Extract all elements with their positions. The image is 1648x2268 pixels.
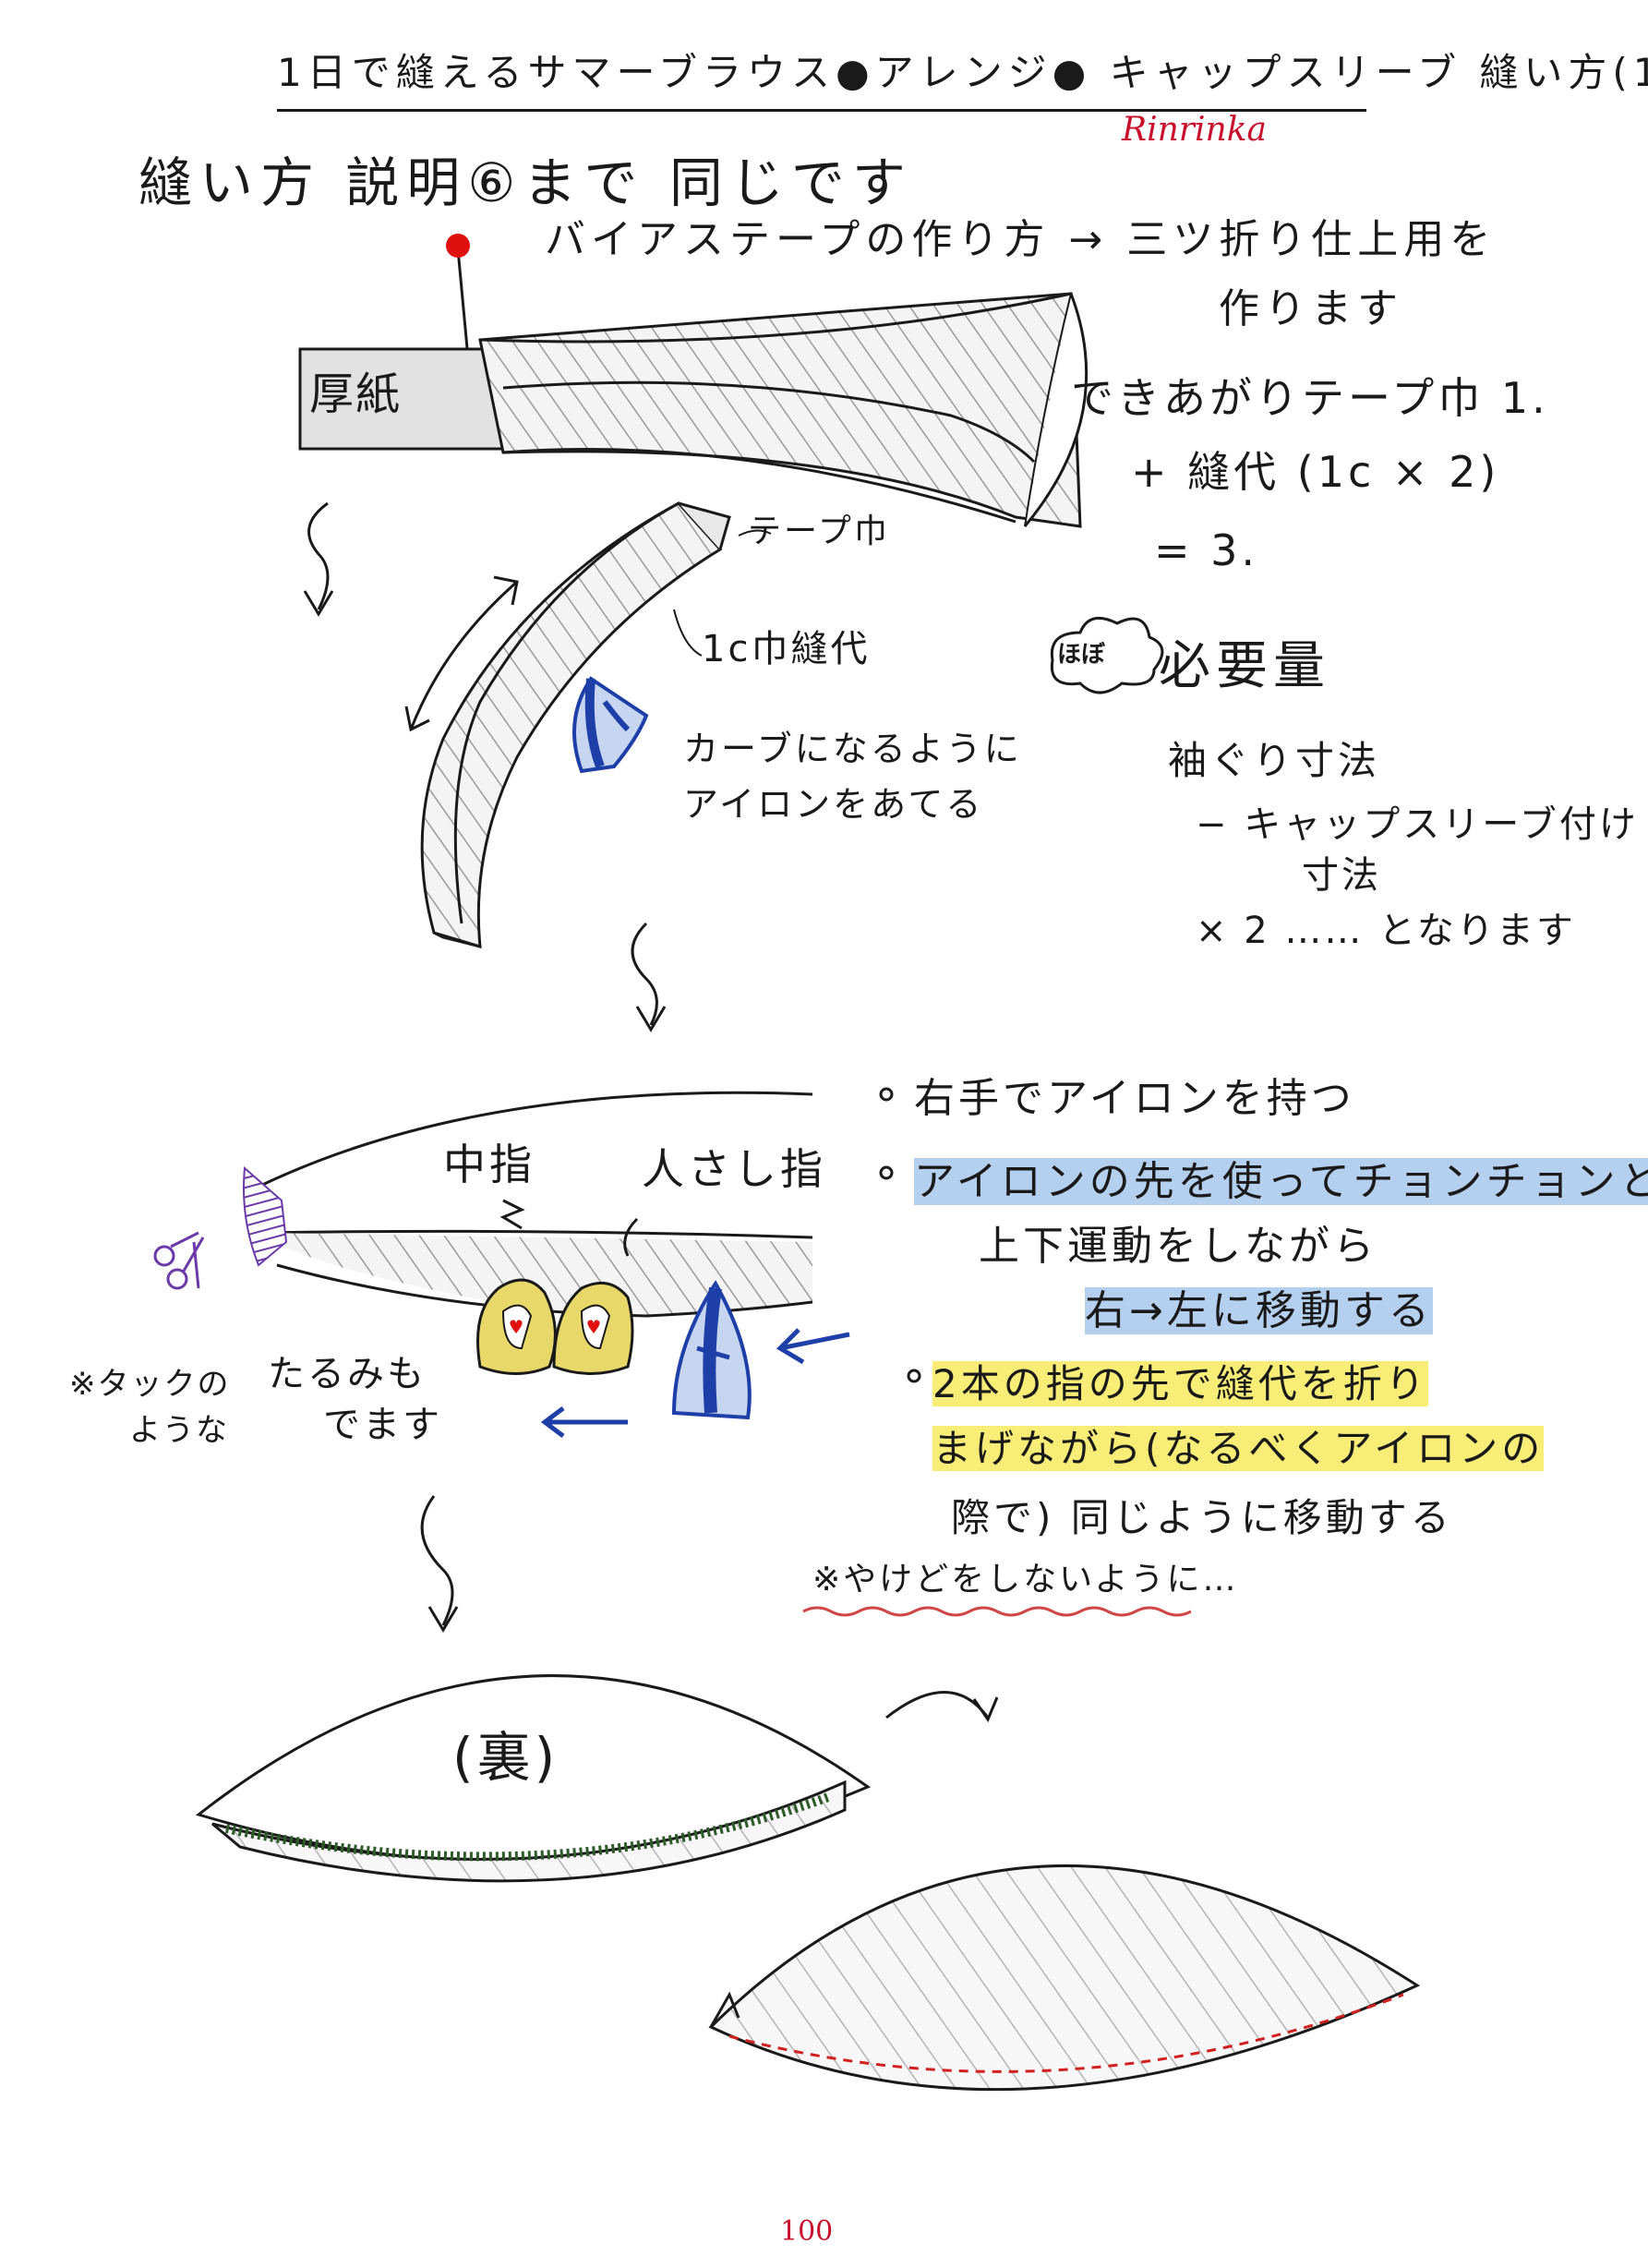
curve-note-line-1: カーブになるように [683, 729, 1022, 769]
step-bullet-3-line-3: 際で) 同じように移動する [951, 1495, 1453, 1540]
sleeve-piece-ironing [243, 1091, 813, 1318]
iron-icon [572, 676, 649, 774]
iron-icon [671, 1280, 752, 1420]
formula-line-1: 袖ぐり寸法 [1168, 738, 1381, 783]
finished-width-line-3: = 3. [1154, 525, 1259, 575]
index-finger-label: 人さし指 [642, 1144, 826, 1194]
step-bullet-3: 2本の指の先で縫代を折り [914, 1361, 1428, 1406]
bullet-dot-icon [907, 1369, 921, 1383]
title-underline [277, 109, 1366, 112]
bias-tape-heading: バイアステープの作り方 → 三ツ折り仕上用を [545, 216, 1497, 263]
leader-line [673, 609, 703, 657]
intro-text: 縫い方 説明⑥まで 同じです [138, 151, 913, 214]
step-bullet-3-text: 2本の指の先で縫代を折り [932, 1361, 1428, 1406]
leader-line [623, 1217, 639, 1257]
formula-line-4: × 2 …… となります [1196, 910, 1576, 952]
sleeve-wrong-side [195, 1674, 872, 1883]
warning-underline [802, 1606, 1192, 1617]
down-arrow-icon [303, 501, 334, 617]
sleeve-right-side [708, 1864, 1421, 2092]
page-title: 1日で縫えるサマーブラウス●アレンジ● キャップスリーブ 縫い方(1) [277, 50, 1648, 95]
slack-note-line-2: でます [323, 1404, 442, 1446]
middle-finger-label: 中指 [443, 1140, 535, 1189]
left-arrow-icon [776, 1328, 850, 1365]
step-bullet-1: 右手でアイロンを持つ [886, 1075, 1355, 1123]
step-bullet-2-line-3: 右→左に移動する [1085, 1287, 1433, 1335]
burn-warning: ※やけどをしないように… [812, 1561, 1239, 1598]
bias-tape-folding [478, 292, 1089, 528]
wrong-side-label: (裏) [452, 1726, 559, 1789]
finished-width-line-1: できあがりテープ巾 1. [1071, 373, 1549, 423]
bias-tape-heading-2: 作ります [1219, 285, 1403, 332]
step-bullet-3-line-2-text: まげながら(なるべくアイロンの [932, 1426, 1545, 1471]
required-amount-heading: 必要量 [1159, 636, 1330, 696]
seam-width-label: 1c巾縫代 [702, 628, 871, 670]
step-bullet-2-line-3-text: 右→左に移動する [1085, 1287, 1433, 1334]
step-bullet-1-text: 右手でアイロンを持つ [914, 1075, 1355, 1122]
step-bullet-2-text: アイロンの先を使ってチョンチョンと [914, 1158, 1648, 1205]
curved-bias-strip [420, 501, 731, 949]
left-arrow-icon [540, 1406, 628, 1438]
step-bullet-2-line-2: 上下運動をしながら [979, 1223, 1377, 1270]
formula-line-3: 寸法 [1302, 854, 1381, 897]
formula-line-2: − キャップスリーブ付け [1196, 803, 1639, 846]
bullet-dot-icon [879, 1165, 894, 1180]
cardboard-label: 厚紙 [309, 368, 403, 420]
tuck-note-line-2: ような [129, 1412, 229, 1449]
author-signature: Rinrinka [1122, 111, 1267, 149]
down-arrow-icon [631, 922, 667, 1032]
leader-line [738, 529, 772, 537]
tape-width-label: テープ巾 [748, 513, 890, 550]
approx-cloud-badge [1050, 616, 1164, 694]
step-bullet-2: アイロンの先を使ってチョンチョンと [886, 1158, 1648, 1206]
scissors-icon [153, 1231, 205, 1290]
curved-arrow-icon [885, 1691, 999, 1723]
approx-badge: ほぼ [1057, 641, 1106, 669]
middle-finger-shape [476, 1278, 557, 1375]
down-arrow-icon [420, 1495, 459, 1633]
bullet-dot-icon [879, 1087, 894, 1102]
step-bullet-3-line-2: まげながら(なるべくアイロンの [932, 1426, 1545, 1471]
curve-note-line-2: アイロンをあてる [683, 784, 984, 825]
tuck-note-line-1: ※タックの [69, 1366, 231, 1403]
slack-note-line-1: たるみも [268, 1353, 427, 1395]
index-finger-shape [552, 1281, 634, 1375]
page-number: 100 [780, 2215, 834, 2248]
finished-width-line-2: + 縫代 (1c × 2) [1131, 447, 1500, 497]
leader-line [499, 1199, 525, 1230]
double-arrow-icon [404, 575, 519, 732]
